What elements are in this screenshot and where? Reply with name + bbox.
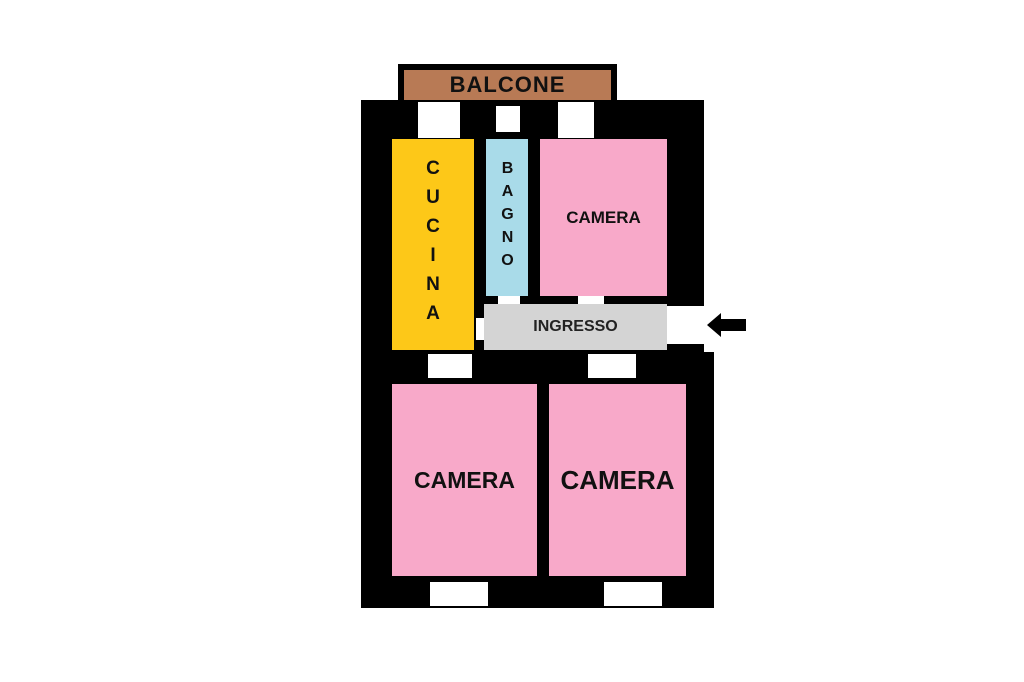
window-top-1: [418, 102, 460, 138]
camera-left-label: CAMERA: [414, 466, 515, 493]
cucina-label: CUCINA: [422, 157, 444, 332]
entrance-door: [667, 306, 705, 344]
cucina: CUCINA: [392, 139, 474, 350]
camera-right-label: CAMERA: [560, 464, 675, 495]
ingresso: INGRESSO: [484, 304, 667, 350]
camera-right: CAMERA: [549, 384, 686, 576]
arrow-left-icon: [707, 312, 747, 338]
door-camera-left: [428, 354, 472, 378]
door-camera-top: [578, 296, 604, 304]
entrance-gap-right: [704, 340, 716, 352]
window-top-2: [496, 106, 520, 132]
window-top-3: [558, 102, 594, 138]
window-bottom-left: [430, 582, 488, 606]
door-camera-right: [588, 354, 636, 378]
balcone-label: BALCONE: [449, 72, 566, 97]
bagno-label: BAGNO: [499, 160, 516, 275]
door-cucina: [476, 318, 484, 340]
door-bagno: [498, 296, 520, 304]
bagno: BAGNO: [486, 139, 528, 296]
ingresso-label: INGRESSO: [533, 318, 618, 335]
balcone: BALCONE: [404, 70, 611, 100]
window-bottom-right: [604, 582, 662, 606]
camera-top-label: CAMERA: [566, 207, 641, 227]
camera-left: CAMERA: [392, 384, 537, 576]
camera-top: CAMERA: [540, 139, 667, 296]
